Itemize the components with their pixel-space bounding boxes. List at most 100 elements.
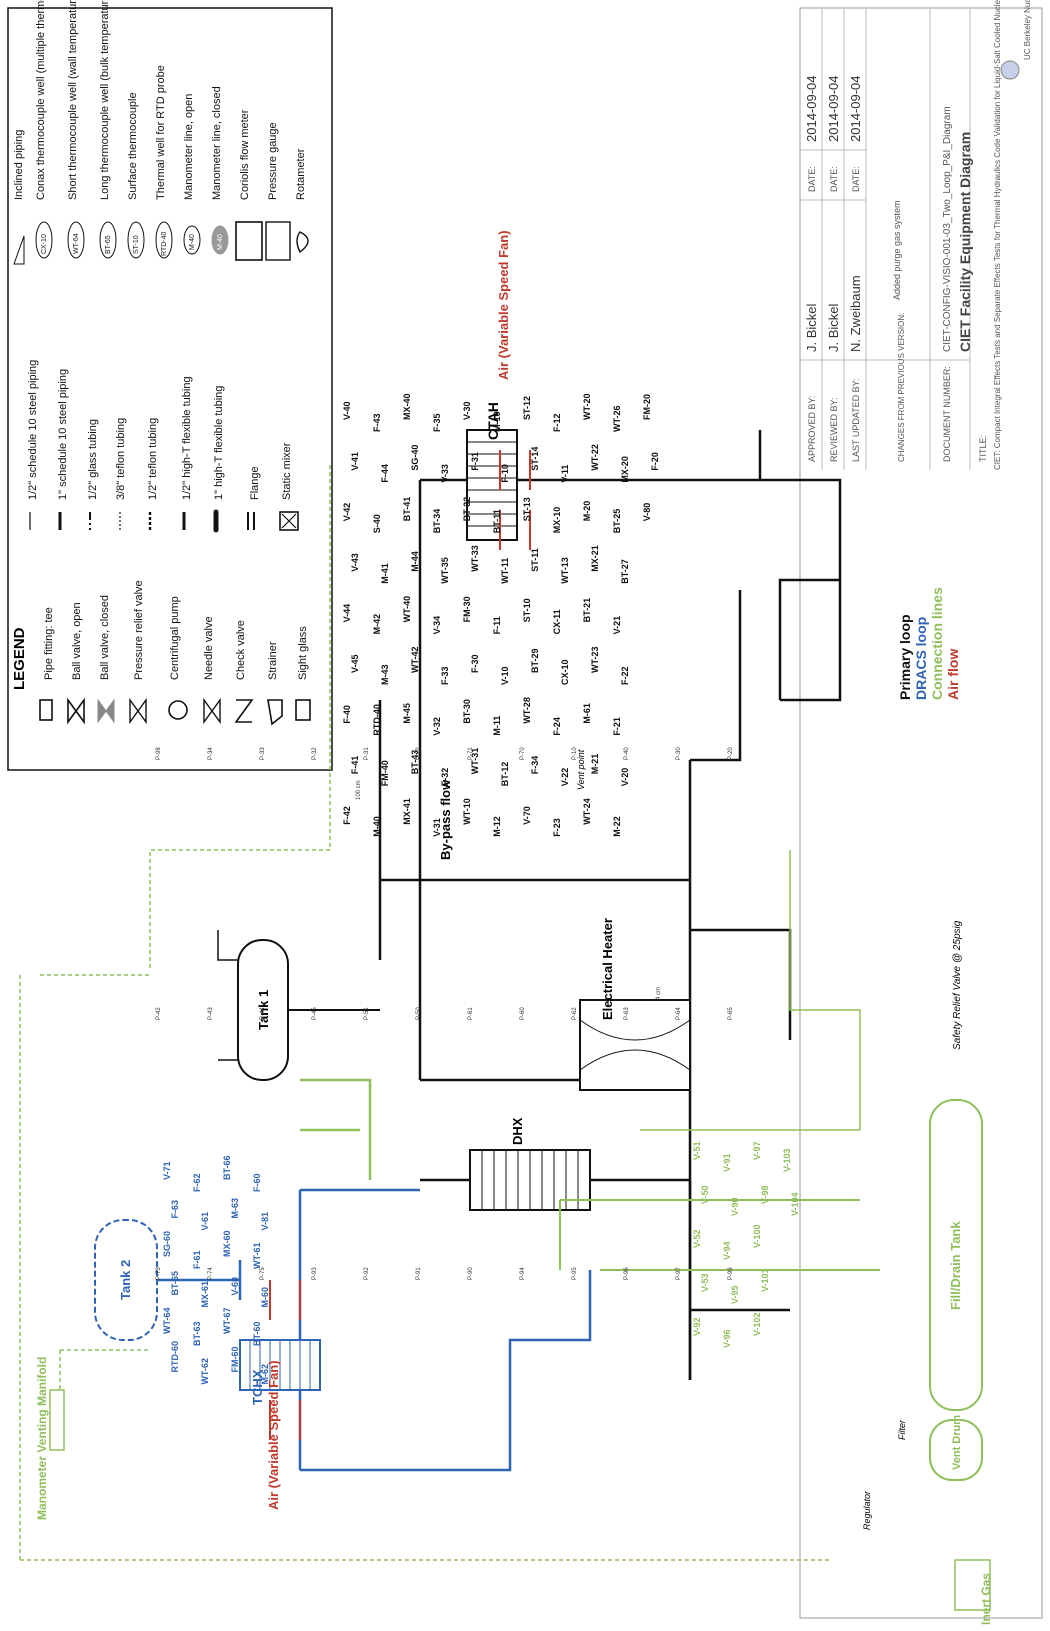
pipe-label: P-20 (728, 747, 734, 760)
legend-long-tc: Long thermocouple well (bulk temperature… (99, 0, 111, 200)
legend-right-column: Inclined piping Conax thermocouple well … (13, 0, 309, 265)
instrument-tag: V-30 (462, 401, 472, 420)
instrument-tag: WT-31 (470, 748, 480, 775)
instrument-tag: V-71 (162, 1161, 172, 1180)
instrument-tag: V-96 (722, 1329, 732, 1348)
pump-icon (168, 700, 188, 720)
tee-icon (39, 699, 53, 721)
legend-pump: Centrifugal pump (169, 596, 181, 680)
legend-tee: Pipe fitting: tee (43, 607, 55, 680)
pipe-label: P-71 (468, 747, 474, 760)
instrument-tag: FM-30 (462, 596, 472, 622)
legend-box (7, 7, 333, 771)
instrument-tag: ST-12 (522, 396, 532, 420)
instrument-tag: ST-10 (522, 598, 532, 622)
instrument-tag: V-51 (692, 1141, 702, 1160)
instrument-tag: BT-21 (582, 598, 592, 623)
pipe-label: P-75 (260, 1267, 266, 1280)
pipe-label: P-96 (624, 1267, 630, 1280)
m40-open-tag (183, 225, 201, 255)
ctah-air-arrows (499, 450, 531, 550)
instrument-tag: WT-22 (590, 444, 600, 471)
dhx-label: DHX (510, 1117, 525, 1145)
legend-check: Check valve (235, 620, 247, 680)
vent-drum: Vent Drum (929, 1415, 983, 1481)
dhx: DHX (469, 1117, 591, 1211)
pipe-label: P-43 (208, 1007, 214, 1020)
instrument-tag: V-43 (350, 553, 360, 572)
instrument-tag: F-41 (350, 756, 360, 775)
ball-valve-open-icon (67, 697, 85, 725)
pipe-label: P-10 (572, 747, 578, 760)
instrument-tag: ST-13 (522, 497, 532, 521)
reviewed-label: REVIEWED BY: (829, 397, 839, 462)
m40-closed-tag (211, 225, 229, 255)
instrument-tag: BT-25 (612, 509, 622, 534)
heater-label: Electrical Heater (600, 918, 615, 1020)
connection-lines-label: Connection lines (929, 587, 945, 700)
instrument-tag: V-50 (700, 1185, 710, 1204)
pipe-label: P-60 (520, 1007, 526, 1020)
instrument-tag: F-62 (192, 1173, 202, 1192)
inert-gas-supply: Inert Gas (954, 1559, 993, 1625)
legend-rotameter: Rotameter (295, 148, 307, 200)
ctah-body (466, 429, 518, 541)
instrument-tag: V-90 (730, 1197, 740, 1216)
instrument-tag: F-43 (372, 413, 382, 432)
instrument-tag: F-40 (342, 705, 352, 724)
instrument-tag: V-104 (790, 1192, 800, 1216)
instrument-tag: V-98 (760, 1185, 770, 1204)
instrument-tag: ST-14 (530, 447, 540, 471)
inert-gas-label: Inert Gas (979, 1573, 993, 1625)
instrument-tag: WT-62 (200, 1358, 210, 1385)
rtd40-tag (155, 221, 173, 259)
instrument-tag: WT-64 (162, 1307, 172, 1334)
instrument-tag: V-70 (522, 806, 532, 825)
instrument-tag: V-40 (342, 401, 352, 420)
tchx-air-label: Air (Variable Speed Fan) (266, 1360, 281, 1510)
instrument-tag: V-53 (700, 1273, 710, 1292)
pipe-label: P-90 (468, 1267, 474, 1280)
updated-label: LAST UPDATED BY: (851, 378, 861, 462)
instrument-tag: F-10 (500, 464, 510, 483)
cx10-text: CX-10 (41, 234, 48, 254)
footer-text: CIET: Compact Integral Effects Tests and… (993, 0, 1002, 470)
doc-number: CIET-CONFIG-VISIO-001-03_Two_Loop_P&I_Di… (942, 106, 953, 352)
diagram-title: CIET Facility Equipment Diagram (957, 132, 973, 352)
title-label: TITLE: (978, 435, 988, 462)
instrument-tag: M-10 (492, 411, 502, 432)
instrument-tag: MX-20 (620, 456, 630, 483)
changes-text: Added purge gas system (892, 200, 902, 300)
instrument-tag: CX-11 (552, 609, 562, 634)
legend-teflon12: 1/2" teflon tubing (147, 418, 159, 500)
instrument-tag: WT-40 (402, 596, 412, 623)
instrument-tag: M-22 (612, 816, 622, 837)
instrument-tag: WT-35 (440, 557, 450, 584)
instrument-tag: WT-28 (522, 697, 532, 724)
instrument-tag: BT-12 (500, 762, 510, 787)
relief-valve-icon (129, 697, 147, 725)
legend-mid-column: 1/2" schedule 10 steel piping 1" schedul… (27, 360, 299, 533)
pipe-label: P-30 (676, 747, 682, 760)
instrument-tag: V-95 (730, 1285, 740, 1304)
tank1-label: Tank 1 (256, 990, 271, 1030)
instrument-tag: BT-32 (462, 497, 472, 522)
pipe-label: P-40 (624, 747, 630, 760)
instrument-tag: WT-33 (470, 545, 480, 572)
pipe-label: P-73 (156, 1267, 162, 1280)
bt65-tag (99, 221, 117, 259)
pipe-label: P-62 (572, 1007, 578, 1020)
instrument-tag: F-32 (440, 768, 450, 787)
loop-legend: Primary loop DRACS loop Connection lines… (897, 587, 961, 700)
instrument-tag: BT-29 (530, 648, 540, 673)
title-block-frame (799, 7, 1043, 1619)
updated-date: 2014-09-04 (848, 76, 863, 143)
instrument-tag: MX-41 (402, 798, 412, 825)
instrument-tag: SG-60 (162, 1231, 172, 1257)
inert-gas-body (954, 1559, 991, 1611)
instrument-tag: F-24 (552, 717, 562, 736)
legend-mixer: Static mixer (281, 442, 293, 500)
org-text: UC Berkeley Nuclear Engineering TH Labor… (1023, 0, 1032, 60)
instrument-tag: V-11 (560, 465, 570, 483)
